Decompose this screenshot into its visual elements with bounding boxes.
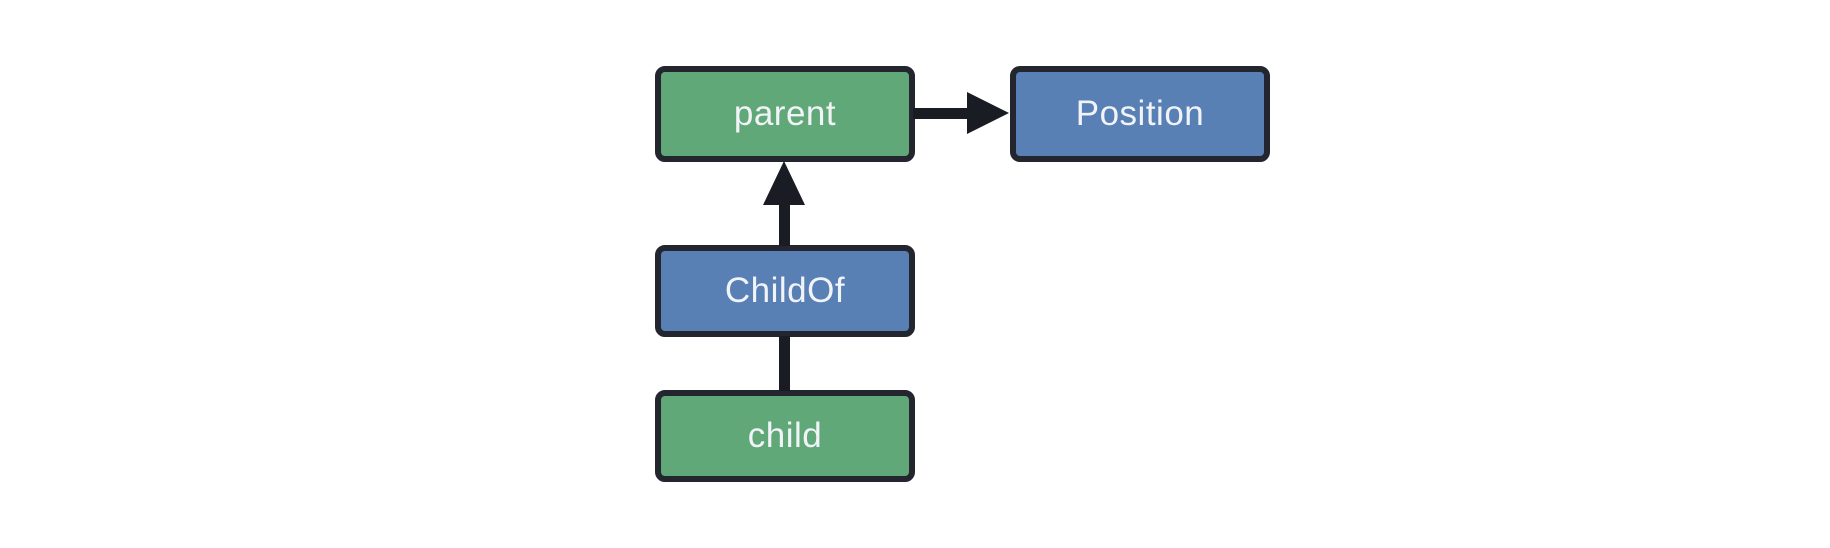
- node-child-label: child: [747, 416, 823, 455]
- node-position: Position: [1010, 66, 1270, 162]
- node-childof: ChildOf: [655, 245, 915, 337]
- arrowhead-right-icon: [967, 92, 1009, 134]
- node-parent: parent: [655, 66, 915, 162]
- edge-child-to-childof-line: [779, 336, 790, 391]
- edge-parent-to-position-shaft: [913, 108, 969, 119]
- node-position-label: Position: [1075, 94, 1205, 133]
- node-parent-label: parent: [733, 94, 837, 133]
- node-childof-label: ChildOf: [724, 271, 846, 310]
- arrowhead-up-icon: [763, 161, 805, 205]
- node-child: child: [655, 390, 915, 482]
- edge-childof-to-parent-shaft: [779, 202, 790, 246]
